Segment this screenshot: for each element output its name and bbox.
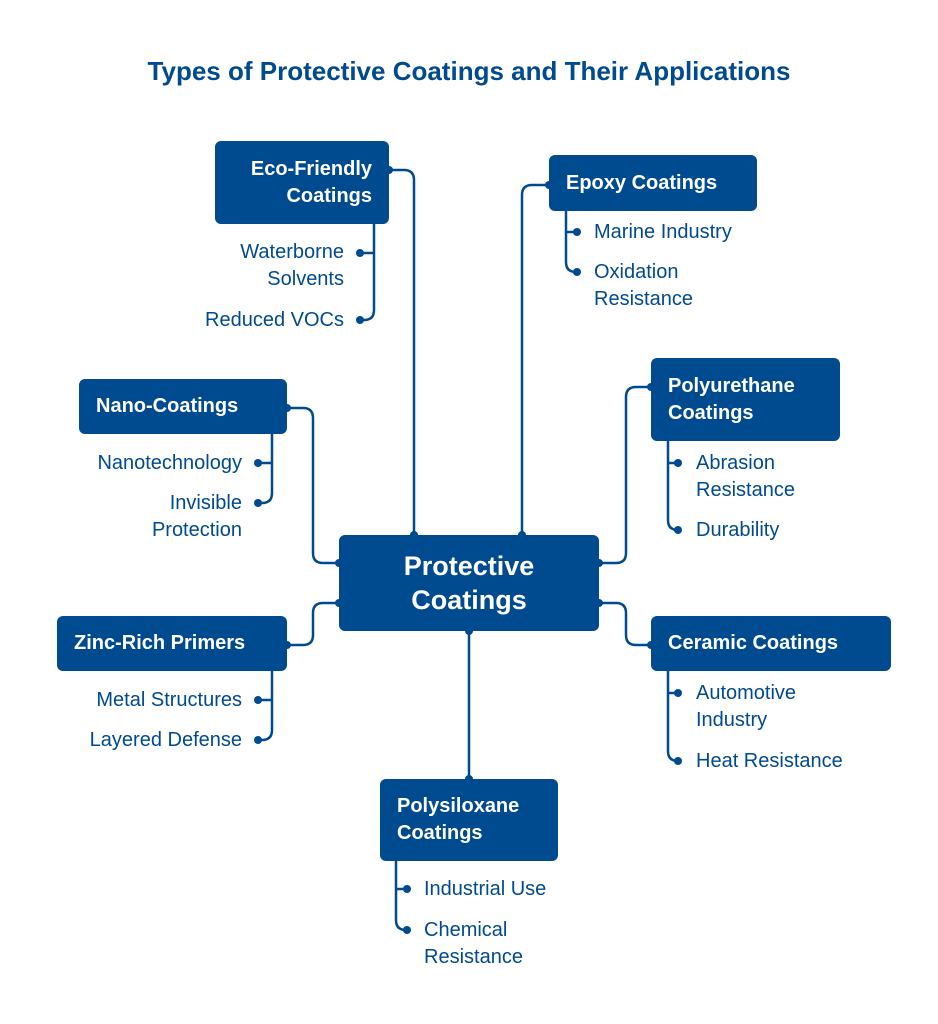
central-node: Protective Coatings — [339, 535, 599, 631]
node-eco-friendly-coatings: Eco-Friendly Coatings — [215, 141, 389, 224]
item-oxidation-resistance: Oxidation Resistance — [594, 261, 693, 310]
node-polyurethane-coatings: Polyurethane Coatings — [651, 358, 840, 441]
node-zinc-rich-primers: Zinc-Rich Primers — [57, 616, 287, 671]
item-metal-structures: Metal Structures — [96, 689, 242, 711]
item-heat-resistance: Heat Resistance — [696, 750, 843, 772]
node-ceramic-coatings: Ceramic Coatings — [651, 616, 891, 671]
item-durability: Durability — [696, 519, 780, 541]
node-epoxy-coatings: Epoxy Coatings — [549, 155, 757, 211]
item-abrasion-resistance: Abrasion Resistance — [696, 452, 795, 501]
connector-eco — [389, 168, 416, 535]
connector-nano — [287, 406, 339, 565]
node-nano-coatings: Nano-Coatings — [79, 379, 287, 434]
connector-polyurethane — [599, 385, 651, 565]
connector-zinc — [287, 601, 339, 647]
item-layered-defense: Layered Defense — [89, 729, 242, 751]
item-nanotechnology: Nanotechnology — [97, 452, 242, 474]
node-polysiloxane-coatings: Polysiloxane Coatings — [380, 779, 558, 861]
item-invisible-protection: Invisible Protection — [151, 492, 242, 541]
item-waterborne-solvents: Waterborne Solvents — [240, 241, 344, 290]
item-chemical-resistance: Chemical Resistance — [424, 919, 523, 968]
item-industrial-use: Industrial Use — [424, 878, 547, 900]
item-automotive-industry: Automotive Industry — [696, 682, 797, 731]
item-marine-industry: Marine Industry — [594, 221, 732, 243]
diagram-title: Types of Protective Coatings and Their A… — [147, 56, 791, 86]
connector-epoxy — [520, 183, 549, 535]
item-reduced-vocs: Reduced VOCs — [205, 309, 344, 331]
connector-ceramic — [599, 601, 651, 647]
